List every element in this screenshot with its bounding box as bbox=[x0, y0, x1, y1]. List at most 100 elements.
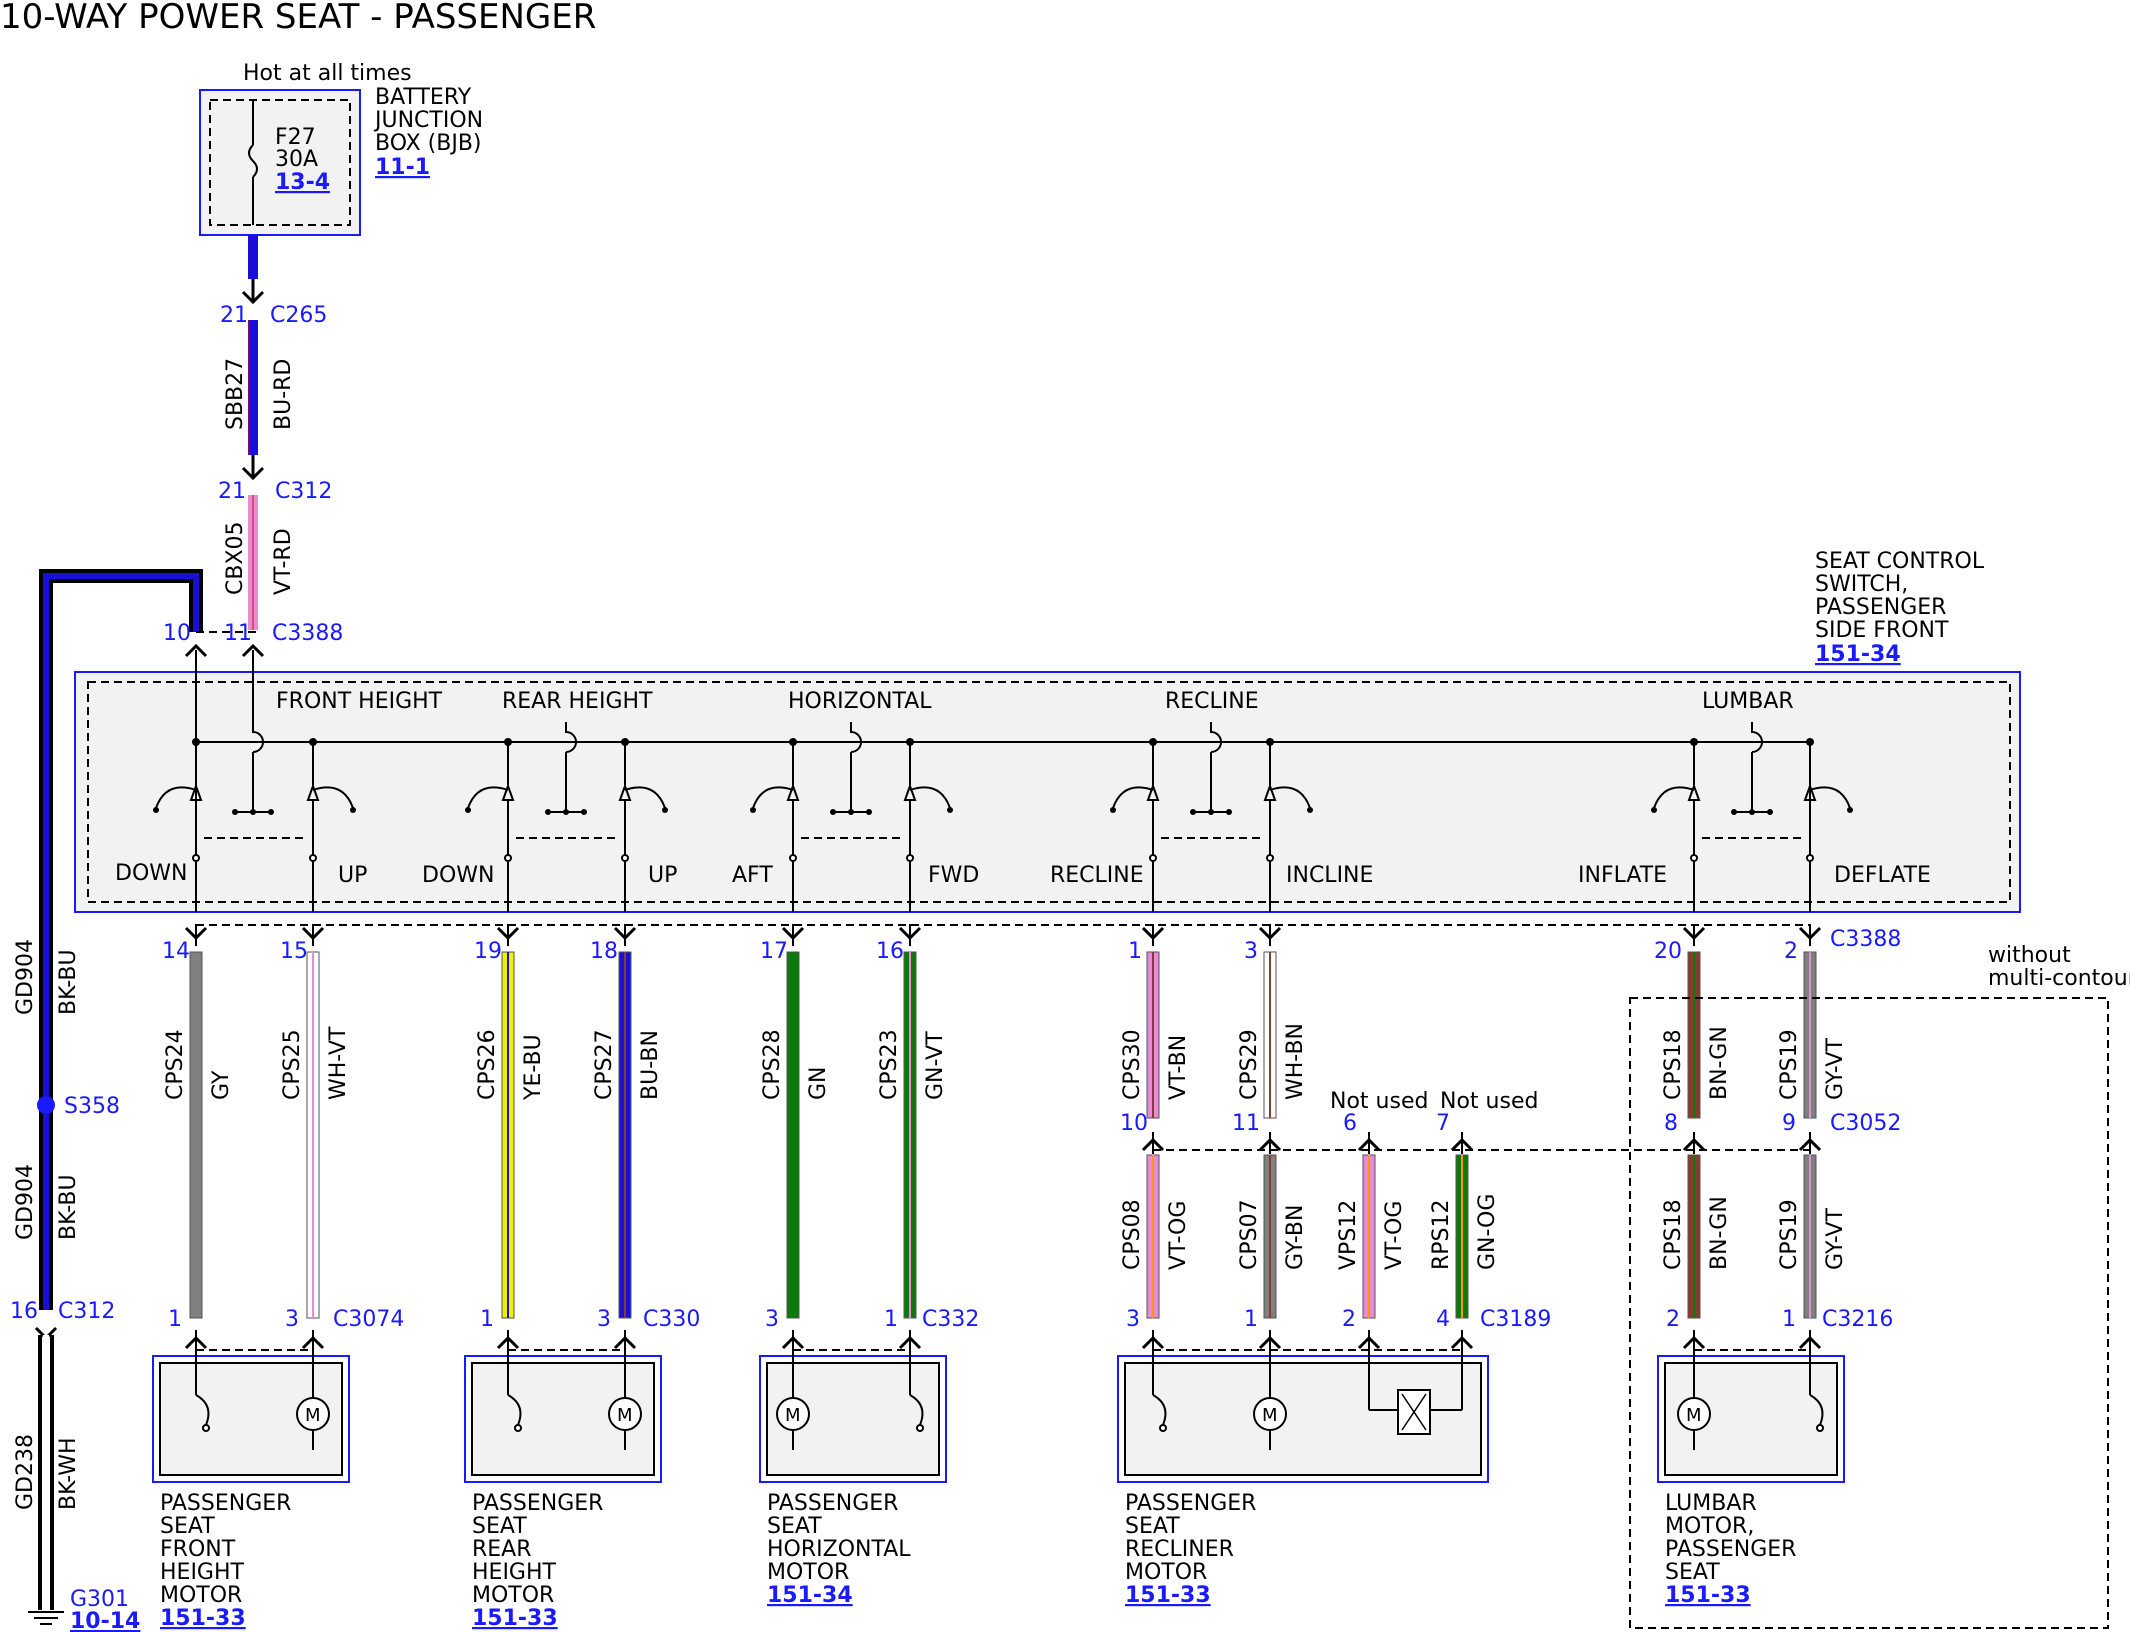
motor-1-label-1: SEAT bbox=[472, 1514, 527, 1539]
color-cps19: GY-VT bbox=[1823, 1038, 1848, 1100]
bjb-label-3: BOX (BJB) bbox=[375, 131, 482, 156]
lower-circuit-vps12-2: VPS12 bbox=[1336, 1200, 1361, 1270]
seat-control-switch: SEAT CONTROL SWITCH, PASSENGER SIDE FRON… bbox=[74, 549, 2021, 952]
g301-ref: 10-14 bbox=[70, 1609, 140, 1632]
motor-4-label-0: LUMBAR bbox=[1665, 1491, 1757, 1516]
pin-top-cps24: 14 bbox=[162, 939, 190, 964]
group-recline: RECLINE bbox=[1165, 689, 1259, 714]
c332-connector: C332 bbox=[922, 1307, 979, 1332]
color-cps18: BN-GN bbox=[1707, 1026, 1732, 1100]
motor-pin-3: 3 bbox=[597, 1307, 611, 1332]
gd904-circuit-2: GD904 bbox=[13, 1164, 38, 1240]
gd904-color-2: BK-BU bbox=[56, 1174, 81, 1240]
pin-top-cps19: 2 bbox=[1784, 939, 1798, 964]
pos-rear-up: UP bbox=[648, 863, 677, 888]
pos-front-down: DOWN bbox=[115, 861, 187, 886]
switch-label-1: SEAT CONTROL bbox=[1815, 549, 1985, 574]
color-cps30: VT-BN bbox=[1166, 1035, 1191, 1100]
motor-3-label-2: RECLINER bbox=[1125, 1537, 1234, 1562]
circuit-cps18: CPS18 bbox=[1661, 1029, 1686, 1100]
lower-circuit-cps07-1: CPS07 bbox=[1237, 1199, 1262, 1270]
group-horizontal: HORIZONTAL bbox=[788, 689, 932, 714]
motor-2-label-0: PASSENGER bbox=[767, 1491, 898, 1516]
c3388-pin-10: 10 bbox=[163, 621, 191, 646]
motor-pin-4: 3 bbox=[765, 1307, 779, 1332]
sbb27-color: BU-RD bbox=[271, 359, 296, 430]
motor-pin-5: 1 bbox=[884, 1307, 898, 1332]
not-used-label-2: Not used bbox=[1440, 1089, 1538, 1114]
circuit-cps27: CPS27 bbox=[592, 1029, 617, 1100]
svg-text:M: M bbox=[305, 1405, 321, 1426]
motor-pin-7: 1 bbox=[1244, 1307, 1258, 1332]
sbb27-circuit: SBB27 bbox=[223, 358, 248, 430]
c3052-pin-9: 9 bbox=[1782, 1111, 1796, 1136]
motor-pin-10: 2 bbox=[1666, 1307, 1680, 1332]
bjb-ref: 11-1 bbox=[375, 155, 430, 180]
motor-1-label-2: REAR bbox=[472, 1537, 532, 1562]
pos-front-up: UP bbox=[338, 863, 367, 888]
circuit-cps25: CPS25 bbox=[280, 1029, 305, 1100]
circuit-cps23: CPS23 bbox=[877, 1029, 902, 1100]
motor-3-label-1: SEAT bbox=[1125, 1514, 1180, 1539]
motor-3-ref: 151-33 bbox=[1125, 1583, 1211, 1608]
pin-top-cps26: 19 bbox=[474, 939, 502, 964]
motor-pin-1: 3 bbox=[285, 1307, 299, 1332]
motor-modules: MPASSENGERSEATFRONTHEIGHTMOTOR151-33MPAS… bbox=[152, 1350, 1845, 1631]
svg-text:M: M bbox=[785, 1405, 801, 1426]
c3052-pin-8: 8 bbox=[1664, 1111, 1678, 1136]
without-multi-contour-box: without multi-contour bbox=[1629, 943, 2130, 1629]
group-rear-height: REAR HEIGHT bbox=[502, 689, 653, 714]
c312-pin-21: 21 bbox=[218, 479, 246, 504]
pin-top-cps29: 3 bbox=[1244, 939, 1258, 964]
pos-incline: INCLINE bbox=[1286, 863, 1373, 888]
group-lumbar: LUMBAR bbox=[1702, 689, 1794, 714]
pin-top-cps18: 20 bbox=[1654, 939, 1682, 964]
motor-pin-6: 3 bbox=[1126, 1307, 1140, 1332]
c312-pin-16: 16 bbox=[10, 1299, 38, 1324]
motor-0-label-2: FRONT bbox=[160, 1537, 236, 1562]
motor-pin-9: 4 bbox=[1436, 1307, 1450, 1332]
motor-2-ref: 151-34 bbox=[767, 1583, 853, 1608]
pin-top-cps27: 18 bbox=[590, 939, 618, 964]
lower-color-cps08-0: VT-OG bbox=[1166, 1201, 1191, 1270]
motor-0-ref: 151-33 bbox=[160, 1606, 246, 1631]
gd904-color-1: BK-BU bbox=[56, 949, 81, 1015]
color-cps28: GN bbox=[806, 1066, 831, 1100]
motor-pin-2: 1 bbox=[480, 1307, 494, 1332]
battery-junction-box: Hot at all times F27 30A 13-4 BATTERY JU… bbox=[199, 61, 483, 236]
cbx05-color: VT-RD bbox=[271, 528, 296, 595]
motor-pin-8: 2 bbox=[1342, 1307, 1356, 1332]
c3216-connector: C3216 bbox=[1822, 1307, 1893, 1332]
c3074-connector: C3074 bbox=[333, 1307, 404, 1332]
c3052-pin-6: 6 bbox=[1343, 1111, 1357, 1136]
switch-label-4: SIDE FRONT bbox=[1815, 618, 1949, 643]
not-used-label-1: Not used bbox=[1330, 1089, 1428, 1114]
pos-deflate: DEFLATE bbox=[1834, 863, 1931, 888]
fuse-rating: 30A bbox=[275, 147, 318, 172]
motor-1-label-0: PASSENGER bbox=[472, 1491, 603, 1516]
svg-text:M: M bbox=[1262, 1405, 1278, 1426]
lower-circuit-cps08-0: CPS08 bbox=[1120, 1199, 1145, 1270]
fuse-name: F27 bbox=[275, 125, 316, 150]
color-cps24: GY bbox=[209, 1070, 234, 1100]
lower-circuit-rps12-3: RPS12 bbox=[1429, 1199, 1454, 1270]
s358-splice: S358 bbox=[64, 1094, 120, 1119]
c312-connector-top: C312 bbox=[275, 479, 332, 504]
color-cps25: WH-VT bbox=[326, 1026, 351, 1100]
motor-2-label-1: SEAT bbox=[767, 1514, 822, 1539]
c3052-pin-7: 7 bbox=[1436, 1111, 1450, 1136]
c330-connector: C330 bbox=[643, 1307, 700, 1332]
lower-color-vps12-2: VT-OG bbox=[1382, 1201, 1407, 1270]
s358-splice-dot bbox=[37, 1096, 55, 1114]
motor-0-label-4: MOTOR bbox=[160, 1583, 242, 1608]
c3388-connector-top: C3388 bbox=[272, 621, 343, 646]
svg-text:M: M bbox=[617, 1405, 633, 1426]
motor-4-label-2: PASSENGER bbox=[1665, 1537, 1796, 1562]
c265-pin: 21 bbox=[220, 303, 248, 328]
lower-color-cps07-1: GY-BN bbox=[1283, 1205, 1308, 1270]
pin-top-cps28: 17 bbox=[760, 939, 788, 964]
bjb-label-2: JUNCTION bbox=[373, 108, 483, 133]
motor-1-label-3: HEIGHT bbox=[472, 1560, 557, 1585]
motor-pin-0: 1 bbox=[168, 1307, 182, 1332]
without-label-2: multi-contour bbox=[1988, 966, 2130, 991]
